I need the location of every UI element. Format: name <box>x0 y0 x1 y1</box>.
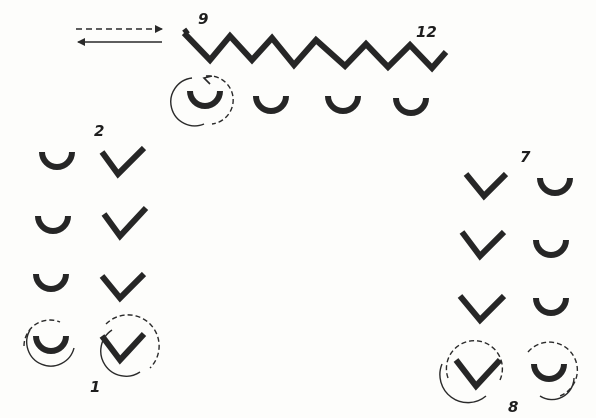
left-bottom-rotating-pair <box>23 314 160 377</box>
label-chain-end: 12 <box>416 23 437 41</box>
top-row-cup-2 <box>253 95 289 114</box>
direction-arrows <box>76 25 163 46</box>
label-left-bottom: 1 <box>90 378 100 396</box>
label-right-top: 7 <box>520 148 531 166</box>
label-chain-start: 9 <box>198 10 208 28</box>
right-bottom-rotating-pair <box>439 339 578 404</box>
top-row <box>170 75 429 127</box>
top-row-cup-4 <box>393 97 429 116</box>
top-row-rotating-cup <box>170 75 234 127</box>
label-right-bottom: 8 <box>508 398 518 416</box>
zigzag-chain <box>181 27 449 73</box>
right-column <box>439 171 578 404</box>
label-left-top: 2 <box>94 122 104 140</box>
left-column <box>23 145 160 377</box>
top-row-cup-3 <box>325 95 361 114</box>
